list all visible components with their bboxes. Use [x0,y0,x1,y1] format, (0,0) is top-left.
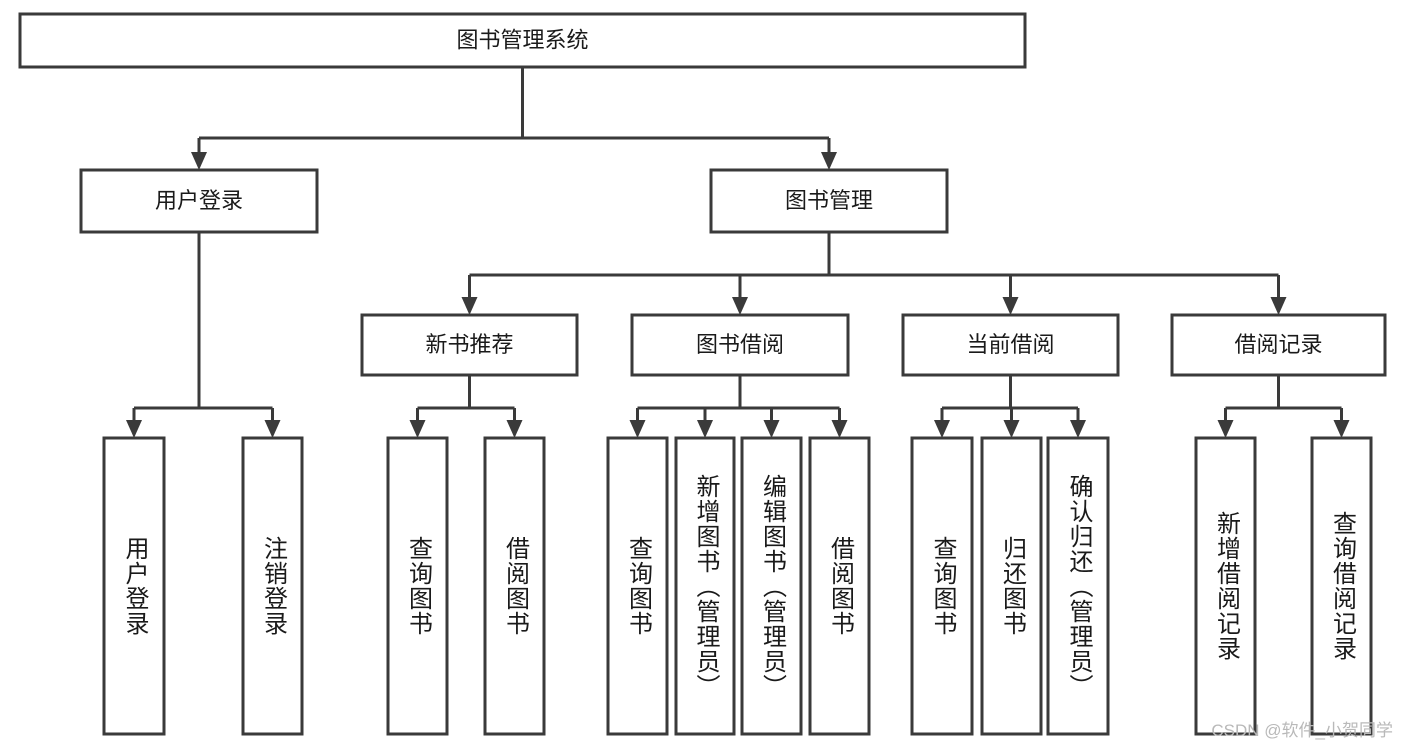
arrow-head-icon [831,420,848,438]
node-leaf-6[interactable] [740,436,803,736]
node-level2-2[interactable]: 当前借阅 [901,313,1120,377]
node-leaf-7[interactable] [808,436,871,736]
node-leaf-0[interactable] [102,436,166,736]
connector-group [461,232,1287,315]
connector-group [409,375,523,438]
connector-group [629,375,848,438]
node-leaf-9[interactable] [980,436,1043,736]
arrow-head-icon [821,152,837,170]
arrow-head-icon [629,420,646,438]
node-label: 图书管理 [785,188,873,213]
connector-group [191,67,837,170]
connector-group [934,375,1086,438]
node-label: 当前借阅 [966,332,1054,357]
arrow-head-icon [697,420,713,438]
node-label: 用户登录 [155,188,243,213]
node-leaf-1[interactable] [241,436,304,736]
arrow-head-icon [1002,297,1019,315]
arrow-head-icon [191,152,207,170]
node-leaf-12[interactable] [1310,436,1373,736]
node-level1-1[interactable]: 图书管理 [709,168,949,234]
node-level1-0[interactable]: 用户登录 [79,168,319,234]
connector-group [1217,375,1350,438]
node-level2-0[interactable]: 新书推荐 [360,313,579,377]
connector-group [126,232,281,438]
node-level2-3[interactable]: 借阅记录 [1170,313,1387,377]
node-label: 图书借阅 [696,332,784,357]
node-level2-1[interactable]: 图书借阅 [630,313,850,377]
arrow-head-icon [264,420,281,438]
arrow-head-icon [1333,420,1350,438]
node-label: 图书管理系统 [456,27,588,52]
node-leaf-4[interactable] [606,436,669,736]
node-leaf-2[interactable] [386,436,449,736]
connectors-layer [126,67,1350,438]
arrow-head-icon [1070,420,1086,438]
arrow-head-icon [934,420,950,438]
arrow-head-icon [1217,420,1234,438]
node-leaf-10[interactable] [1046,436,1110,736]
arrow-head-icon [126,420,142,438]
watermark-text: CSDN @软件_小贺同学 [1211,721,1393,740]
node-leaf-3[interactable] [483,436,546,736]
arrow-head-icon [732,297,748,315]
node-leaf-11[interactable] [1194,436,1257,736]
arrow-head-icon [461,297,478,315]
node-leaf-8[interactable] [910,436,974,736]
arrow-head-icon [1270,297,1287,315]
node-label: 新书推荐 [425,332,513,357]
arrow-head-icon [1003,420,1020,438]
node-label: 借阅记录 [1234,332,1322,357]
node-root-图书管理系统[interactable]: 图书管理系统 [18,12,1027,69]
node-leaf-5[interactable] [674,436,736,736]
arrow-head-icon [763,420,780,438]
arrow-head-icon [506,420,523,438]
arrow-head-icon [409,420,426,438]
